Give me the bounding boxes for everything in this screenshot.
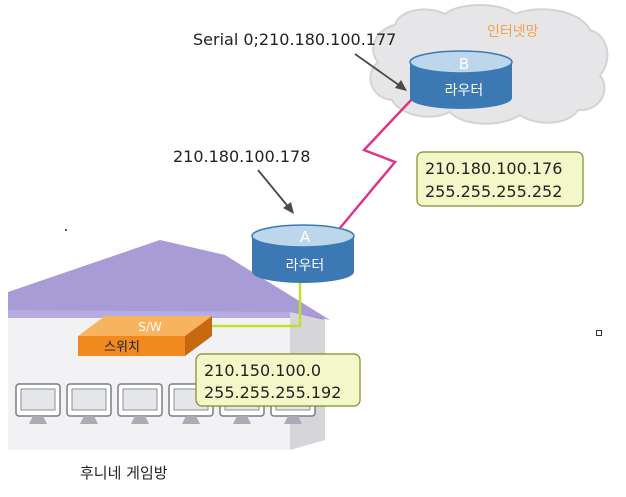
lan-network-address: 210.150.100.0 <box>204 361 321 380</box>
serial-arrow-head <box>395 80 407 91</box>
lan-link <box>212 280 302 328</box>
building-roof <box>8 240 330 320</box>
router-b-letter: B <box>459 55 469 73</box>
serial-link <box>339 97 414 229</box>
router-a-ip-arrow <box>257 169 291 210</box>
building-roof-edge <box>8 310 290 318</box>
internet-label: 인터넷망 <box>487 24 539 40</box>
callout-arrows <box>257 53 407 214</box>
switch-icon <box>78 316 212 356</box>
serial-arrow <box>354 53 404 89</box>
router-icon <box>251 224 355 283</box>
monitor-icon <box>66 383 112 424</box>
wan-info-box: 210.180.100.176 255.255.255.252 <box>416 151 584 207</box>
router-icon <box>409 50 513 109</box>
lan-subnet-mask: 255.255.255.192 <box>204 383 341 402</box>
router-b: B 라우터 <box>409 50 513 109</box>
router-a-ip-label: 210.180.100.178 <box>173 147 310 166</box>
monitor-icon <box>117 383 163 424</box>
switch: S/W 스위치 <box>78 316 212 356</box>
switch-name: 스위치 <box>104 340 140 355</box>
switch-letter: S/W <box>138 320 162 334</box>
router-a-ip-arrow-head <box>283 202 294 214</box>
router-a-letter: A <box>300 228 311 246</box>
building-caption: 후니네 게임방 <box>80 464 168 482</box>
links <box>212 97 414 328</box>
router-b-name: 라우터 <box>445 83 484 99</box>
serial-interface-label: Serial 0;210.180.100.177 <box>193 30 396 49</box>
small-square-icon <box>596 330 602 336</box>
monitor-icon <box>15 383 61 424</box>
wan-subnet-mask: 255.255.255.252 <box>425 182 562 201</box>
stray-dot <box>65 229 67 231</box>
router-a: A 라우터 <box>251 224 355 283</box>
router-a-name: 라우터 <box>286 258 325 274</box>
lan-info-box: 210.150.100.0 255.255.255.192 <box>195 353 361 407</box>
wan-network-address: 210.180.100.176 <box>425 159 562 178</box>
